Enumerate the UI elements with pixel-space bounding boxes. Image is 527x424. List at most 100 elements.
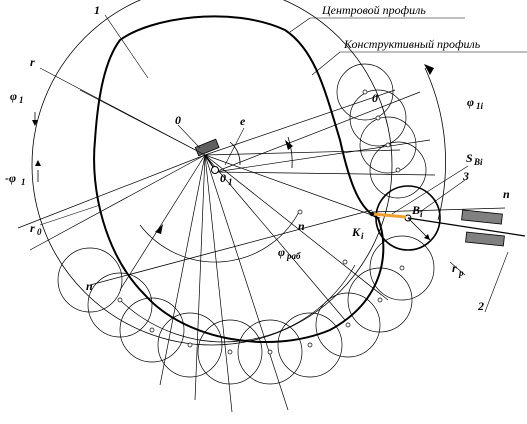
radial-line	[204, 154, 289, 411]
roller-circle	[197, 319, 263, 385]
radial-line	[119, 154, 206, 291]
constructive-profile-curve	[93, 15, 385, 344]
leader-constructive-tail	[311, 51, 341, 76]
center-profile-title: Центровой профиль	[321, 3, 426, 17]
eccentricity-arc	[229, 141, 241, 166]
label-phi-rab: φ	[278, 245, 285, 259]
label-two: 2	[477, 299, 484, 313]
leader-e	[224, 127, 245, 166]
knot-dot	[362, 89, 368, 95]
phi1-arrowhead	[32, 120, 38, 126]
label-o1-sub: 1	[228, 177, 233, 187]
label-r: r	[30, 55, 35, 69]
label-phi1i: φ	[467, 95, 474, 109]
label-neg-phi1-sub: 1	[21, 177, 26, 187]
constructive-profile-title: Конструктивный профиль	[343, 37, 481, 51]
o1-lines	[214, 91, 436, 176]
roller-circle	[349, 89, 407, 147]
leader-center-tail	[289, 17, 311, 33]
knot-dot	[385, 142, 391, 148]
knot-dot	[297, 209, 303, 215]
leader-zero	[177, 124, 201, 149]
roller-circle	[277, 312, 343, 378]
label-phi1i-sub: 1i	[476, 101, 484, 111]
phi1i-arc	[424, 67, 446, 221]
radial-line	[29, 154, 206, 251]
radial-line	[204, 89, 396, 156]
roller-circle	[119, 297, 185, 363]
leader-1	[104, 14, 149, 79]
roller-circle	[315, 292, 381, 358]
follower-guide-upper	[461, 209, 503, 225]
label-sbi: S	[466, 151, 473, 165]
label-e: e	[240, 114, 246, 128]
label-r0: r	[30, 221, 35, 235]
base-arc-1	[119, 264, 356, 343]
normal-line-right	[371, 207, 506, 213]
radial-line	[204, 154, 346, 321]
normal-line-left	[89, 209, 373, 286]
label-sbi-sub: Bi	[473, 157, 483, 167]
label-ki-sub: i	[361, 231, 364, 241]
roller-circle	[369, 141, 427, 199]
knot-dot	[399, 265, 405, 271]
radial-line	[204, 154, 389, 301]
roller-circle	[87, 272, 153, 338]
leader-rp	[449, 261, 466, 276]
leader-r	[39, 67, 206, 156]
label-bi-sub: i	[420, 209, 423, 219]
sbi-segment	[371, 212, 407, 219]
leader-sbi	[391, 165, 469, 215]
roller-circle	[336, 63, 394, 121]
pivot-block	[194, 138, 220, 157]
phi-rab-arrowhead	[155, 224, 163, 234]
radial-line	[204, 149, 401, 156]
knot-dot	[377, 297, 383, 303]
ki-point	[369, 211, 375, 217]
label-one: 1	[94, 3, 100, 17]
knot-dot	[149, 327, 155, 333]
follower-guide-lower	[465, 231, 505, 247]
center-o1	[211, 166, 219, 174]
o1-line	[214, 139, 431, 173]
label-rp: r	[452, 261, 457, 275]
knot-dots	[117, 89, 405, 355]
roller-circle	[57, 247, 123, 313]
roller-bi	[375, 185, 441, 251]
label-three: 3	[462, 169, 469, 183]
leader-r0	[39, 204, 101, 226]
knot-dot	[375, 115, 381, 121]
knot-dot	[267, 349, 273, 355]
working-arc-arrowhead	[285, 140, 293, 150]
label-rp-sub: р	[458, 268, 464, 278]
working-arc	[287, 136, 293, 169]
leader-lines	[39, 14, 527, 313]
radial-lines	[17, 89, 401, 413]
label-phi1-down: φ	[10, 89, 17, 103]
knot-dot	[227, 349, 233, 355]
label-r0-sub: 0	[37, 227, 42, 237]
center-profile-circle	[31, 0, 393, 346]
base-arc-2	[139, 209, 301, 263]
label-n-left: n	[86, 279, 93, 293]
radial-line	[194, 154, 206, 401]
label-phi-rab-sub: раб	[286, 251, 301, 261]
radial-line	[159, 154, 206, 386]
roller-circle	[157, 312, 223, 378]
follower-rod	[407, 217, 526, 237]
label-ki: K	[351, 225, 361, 239]
label-neg-phi1: -φ	[5, 171, 16, 185]
knot-dot	[117, 297, 123, 303]
radial-line	[204, 154, 381, 219]
leader-three	[419, 179, 466, 213]
label-o1: 0	[220, 171, 226, 185]
label-n-right: n	[503, 187, 510, 201]
label-n-mid: n	[298, 219, 305, 233]
roller-circle	[369, 235, 435, 301]
knot-dot	[187, 342, 193, 348]
pivot-support	[194, 138, 220, 174]
label-phi1-down-sub: 1	[19, 95, 24, 105]
o1-line	[214, 91, 421, 173]
